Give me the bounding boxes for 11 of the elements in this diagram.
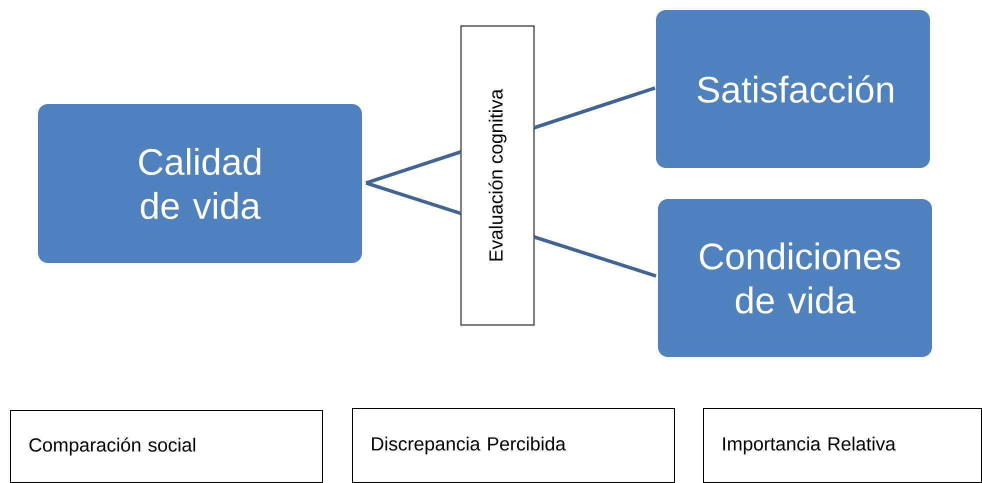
- text-box: Comparación social: [10, 410, 323, 483]
- connector-line: [533, 86, 656, 130]
- connector-line: [365, 181, 462, 216]
- connector-line: [365, 150, 462, 185]
- text-box: Importancia Relativa: [703, 408, 982, 483]
- text-box: Discrepancia Percibida: [352, 408, 675, 483]
- process-box: Condiciones de vida: [658, 199, 932, 357]
- connector-line: [533, 235, 657, 278]
- process-box: Calidad de vida: [38, 104, 362, 263]
- label-box: Evaluación cognitiva: [460, 26, 534, 326]
- process-box: Satisfacción: [656, 10, 930, 168]
